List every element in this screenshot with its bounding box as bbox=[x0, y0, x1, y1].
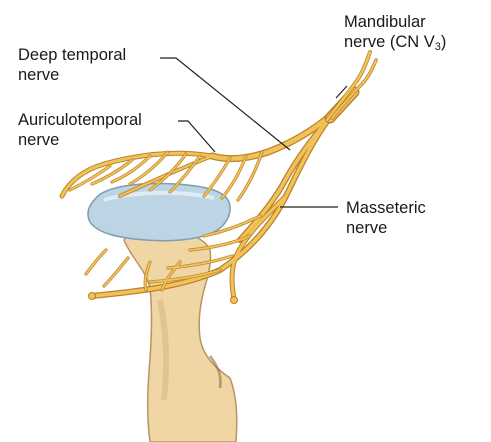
label-auriculotemporal-nerve: Auriculotemporal nerve bbox=[18, 110, 142, 150]
masseteric-line2: nerve bbox=[346, 218, 426, 238]
mandibular-line1: Mandibular bbox=[344, 12, 446, 32]
mandibular-line2-prefix: nerve (CN V bbox=[344, 33, 435, 51]
nerves bbox=[62, 52, 376, 304]
mandibular-line2: nerve (CN V3) bbox=[344, 32, 446, 52]
deep-temporal-line1: Deep temporal bbox=[18, 45, 126, 65]
deep-temporal-leader bbox=[160, 58, 290, 150]
auriculotemporal-line1: Auriculotemporal bbox=[18, 110, 142, 130]
masseteric-line1: Masseteric bbox=[346, 198, 426, 218]
deep-temporal-line2: nerve bbox=[18, 65, 126, 85]
mandibular-line2-suffix: ) bbox=[441, 33, 447, 51]
label-masseteric-nerve: Masseteric nerve bbox=[346, 198, 426, 238]
auriculotemporal-leader bbox=[178, 121, 215, 152]
label-deep-temporal-nerve: Deep temporal nerve bbox=[18, 45, 126, 85]
label-mandibular-nerve: Mandibular nerve (CN V3) bbox=[344, 12, 446, 52]
auriculotemporal-line2: nerve bbox=[18, 130, 142, 150]
